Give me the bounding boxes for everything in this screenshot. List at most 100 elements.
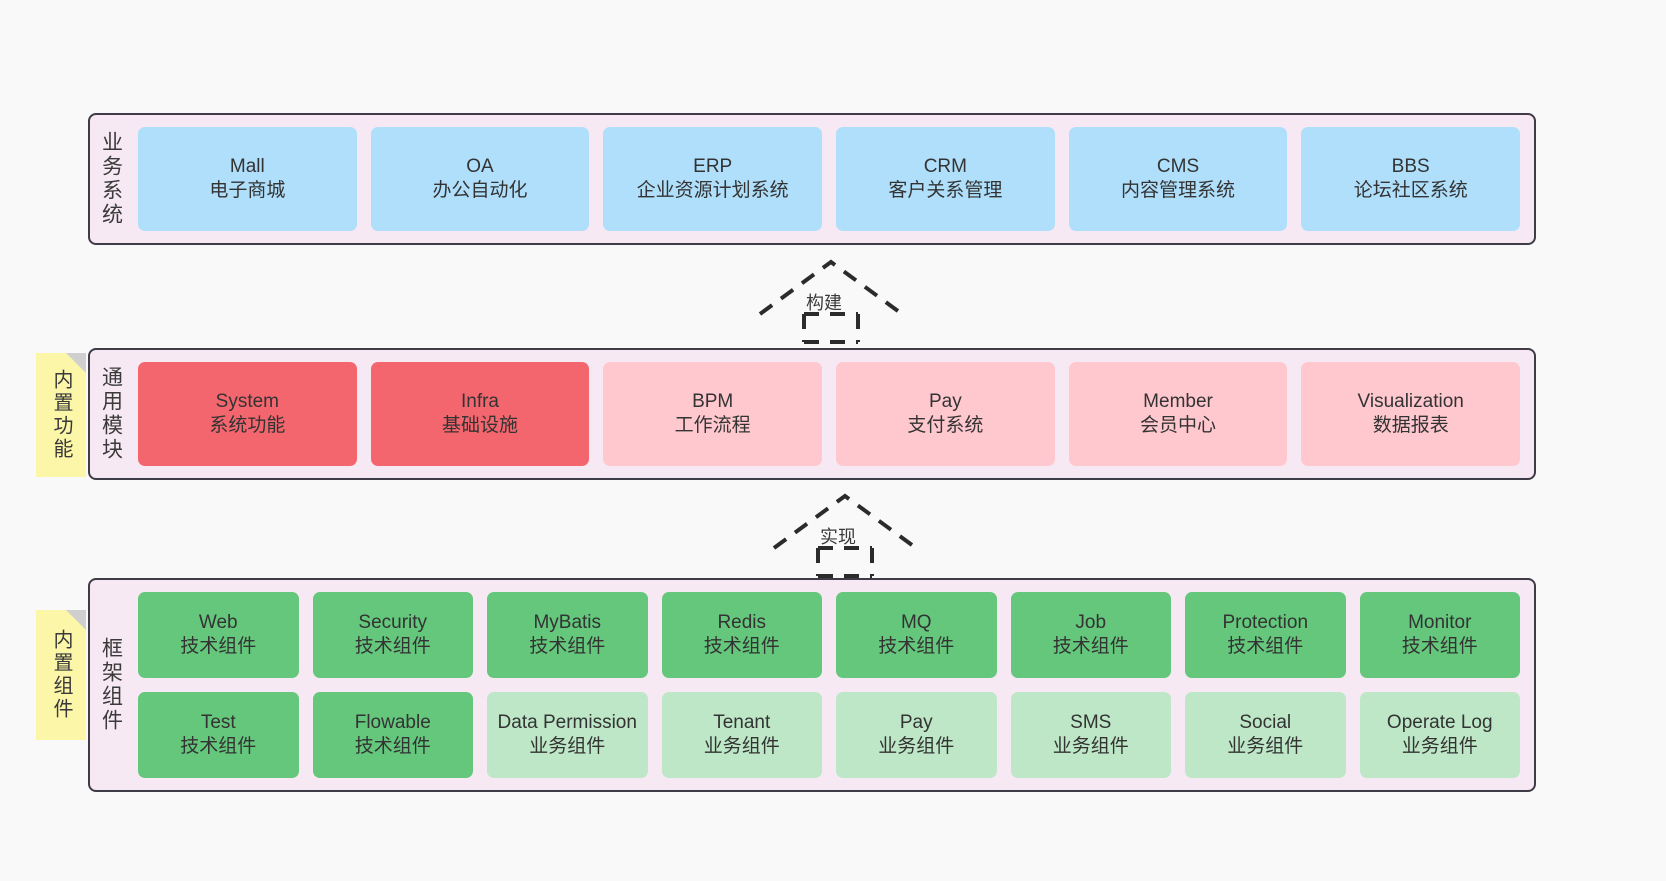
card-row: Test 技术组件 Flowable 技术组件 Data Permission … (138, 692, 1520, 778)
card-title: BPM (692, 390, 734, 412)
card-subtitle: 会员中心 (1140, 415, 1217, 436)
card-subtitle: 业务组件 (878, 736, 955, 757)
card-subtitle: 基础设施 (442, 415, 519, 436)
card-row: Web 技术组件 Security 技术组件 MyBatis 技术组件 Redi… (138, 592, 1520, 678)
card-title: Pay (899, 711, 933, 733)
card-title: Data Permission (497, 711, 637, 733)
note-label: 内置组件 (50, 629, 72, 721)
card-subtitle: 支付系统 (907, 415, 984, 436)
card-pay-business[interactable]: Pay 业务组件 (836, 692, 997, 778)
card-title: CRM (923, 155, 967, 177)
card-bpm[interactable]: BPM 工作流程 (603, 362, 823, 466)
card-member[interactable]: Member 会员中心 (1068, 362, 1288, 466)
card-title: SMS (1070, 711, 1112, 733)
note-built-in-component[interactable]: 内置组件 (36, 610, 86, 740)
connector-build: 构建 (756, 258, 906, 344)
card-web[interactable]: Web 技术组件 (138, 592, 299, 678)
card-monitor[interactable]: Monitor 技术组件 (1359, 592, 1520, 678)
card-title: Mall (229, 155, 265, 177)
card-title: OA (466, 155, 494, 177)
note-label: 内置功能 (50, 369, 72, 461)
card-flowable[interactable]: Flowable 技术组件 (312, 692, 473, 778)
card-tenant[interactable]: Tenant 业务组件 (661, 692, 822, 778)
card-title: ERP (693, 155, 733, 177)
card-operate-log[interactable]: Operate Log 业务组件 (1359, 692, 1520, 778)
card-subtitle: 技术组件 (878, 636, 955, 657)
card-title: CMS (1156, 155, 1200, 177)
card-bbs[interactable]: BBS 论坛社区系统 (1301, 127, 1521, 231)
card-subtitle: 技术组件 (703, 636, 780, 657)
layer-body-framework-component: Web 技术组件 Security 技术组件 MyBatis 技术组件 Redi… (132, 580, 1534, 790)
card-title: Web (198, 611, 238, 633)
card-erp[interactable]: ERP 企业资源计划系统 (603, 127, 823, 231)
card-subtitle: 技术组件 (1227, 636, 1304, 657)
card-protection[interactable]: Protection 技术组件 (1185, 592, 1346, 678)
uml-dashed-stem-icon (802, 312, 860, 344)
card-subtitle: 业务组件 (1227, 736, 1304, 757)
card-subtitle: 业务组件 (1401, 736, 1478, 757)
card-sms[interactable]: SMS 业务组件 (1010, 692, 1171, 778)
card-title: MQ (900, 611, 932, 633)
card-title: Visualization (1357, 390, 1464, 412)
card-mybatis[interactable]: MyBatis 技术组件 (487, 592, 648, 678)
card-subtitle: 技术组件 (354, 636, 431, 657)
card-infra[interactable]: Infra 基础设施 (370, 362, 590, 466)
folded-corner-icon (66, 353, 86, 373)
card-title: Monitor (1408, 611, 1472, 633)
card-subtitle: 技术组件 (180, 636, 257, 657)
card-pay[interactable]: Pay 支付系统 (836, 362, 1055, 466)
card-mall[interactable]: Mall 电子商城 (138, 127, 357, 231)
card-title: Test (200, 711, 236, 733)
card-title: Job (1075, 611, 1107, 633)
card-title: BBS (1391, 155, 1430, 177)
card-security[interactable]: Security 技术组件 (312, 592, 473, 678)
layer-business-system[interactable]: 业务系统 Mall 电子商城 OA 办公自动化 ERP 企业资源计划系统 CRM… (88, 113, 1536, 245)
card-title: Protection (1222, 611, 1309, 633)
card-social[interactable]: Social 业务组件 (1185, 692, 1346, 778)
card-title: Security (358, 611, 428, 633)
card-subtitle: 业务组件 (703, 736, 780, 757)
card-oa[interactable]: OA 办公自动化 (370, 127, 590, 231)
card-subtitle: 技术组件 (180, 736, 257, 757)
layer-framework-component[interactable]: 框架组件 Web 技术组件 Security 技术组件 MyBatis 技术组件… (88, 578, 1536, 792)
card-cms[interactable]: CMS 内容管理系统 (1068, 127, 1288, 231)
card-test[interactable]: Test 技术组件 (138, 692, 299, 778)
card-subtitle: 内容管理系统 (1121, 180, 1236, 201)
card-redis[interactable]: Redis 技术组件 (661, 592, 822, 678)
card-title: Infra (460, 390, 500, 412)
card-data-permission[interactable]: Data Permission 业务组件 (487, 692, 648, 778)
layer-title-business-system: 业务系统 (99, 131, 123, 227)
card-job[interactable]: Job 技术组件 (1010, 592, 1171, 678)
card-row: System 系统功能 Infra 基础设施 BPM 工作流程 Pay 支付系统… (138, 362, 1521, 466)
uml-hollow-triangle-icon (758, 259, 904, 316)
note-built-in-function[interactable]: 内置功能 (36, 353, 86, 477)
layer-common-module[interactable]: 通用模块 System 系统功能 Infra 基础设施 BPM 工作流程 Pay… (88, 348, 1536, 480)
card-title: System (215, 390, 280, 412)
card-title: MyBatis (533, 611, 602, 633)
card-title: Member (1143, 390, 1213, 412)
card-subtitle: 办公自动化 (432, 180, 528, 201)
card-row: Mall 电子商城 OA 办公自动化 ERP 企业资源计划系统 CRM 客户关系… (138, 127, 1521, 231)
uml-dashed-stem-icon (816, 546, 874, 578)
folded-corner-icon (66, 610, 86, 630)
card-system[interactable]: System 系统功能 (138, 362, 357, 466)
card-title: Flowable (354, 711, 431, 733)
layer-title-framework-component: 框架组件 (99, 637, 123, 733)
card-title: Social (1239, 711, 1292, 733)
card-subtitle: 技术组件 (354, 736, 431, 757)
card-subtitle: 论坛社区系统 (1353, 180, 1468, 201)
card-title: Tenant (713, 711, 771, 733)
connector-implement: 实现 (770, 492, 920, 578)
card-subtitle: 系统功能 (209, 415, 286, 436)
card-crm[interactable]: CRM 客户关系管理 (836, 127, 1055, 231)
card-mq[interactable]: MQ 技术组件 (836, 592, 997, 678)
card-subtitle: 客户关系管理 (888, 180, 1003, 201)
connector-build-label: 构建 (806, 293, 842, 313)
card-visualization[interactable]: Visualization 数据报表 (1301, 362, 1521, 466)
card-title: Redis (717, 611, 767, 633)
uml-hollow-triangle-icon (772, 493, 918, 550)
card-subtitle: 企业资源计划系统 (636, 180, 789, 201)
card-title: Pay (928, 390, 962, 412)
connector-implement-label: 实现 (820, 527, 856, 547)
